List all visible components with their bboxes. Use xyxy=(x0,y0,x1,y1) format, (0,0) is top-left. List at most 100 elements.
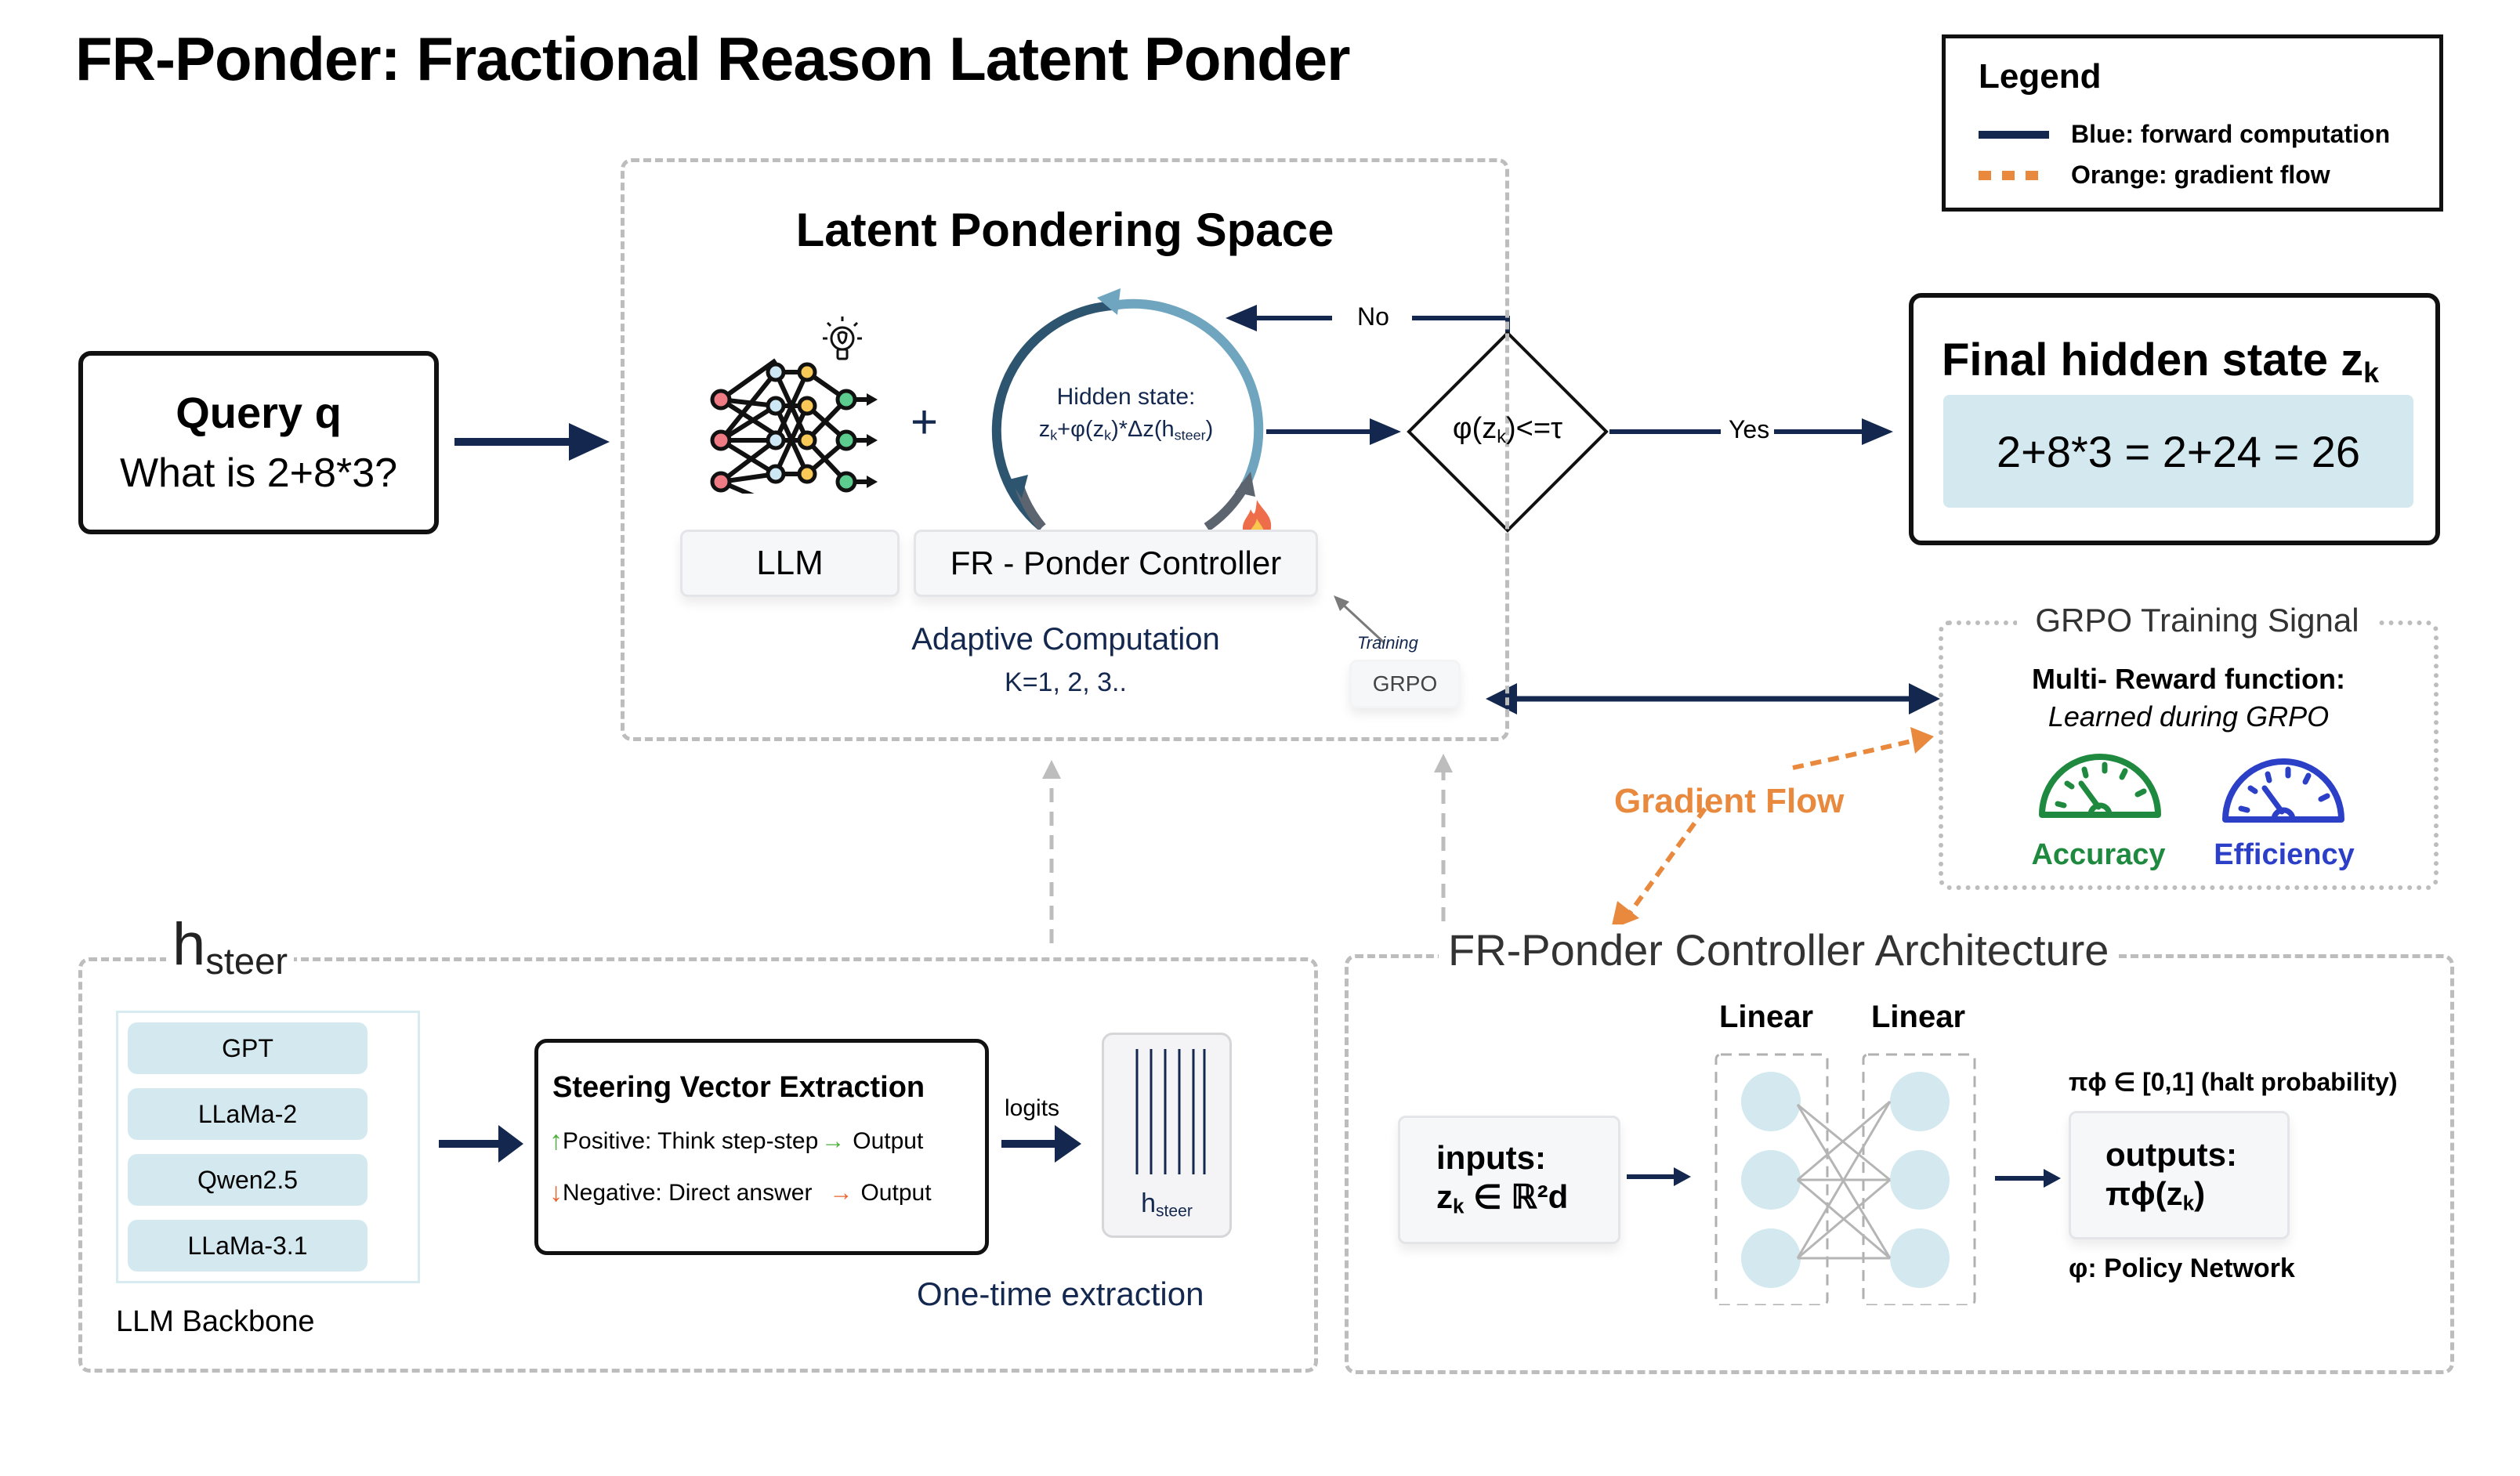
arrow-hidden-to-decision xyxy=(1266,418,1401,445)
neuron xyxy=(1890,1150,1950,1210)
neuron xyxy=(1741,1150,1801,1210)
extraction-title: Steering Vector Extraction xyxy=(552,1071,925,1104)
negative-output: Output xyxy=(860,1179,932,1206)
halt-probability-label: πϕ ∈ [0,1] (halt probability) xyxy=(2069,1068,2398,1096)
steer-title-h: h xyxy=(172,911,206,978)
arrow-extraction-to-vector xyxy=(1001,1125,1081,1163)
llm-backbone-list: GPT LLaMa-2 Qwen2.5 LLaMa-3.1 xyxy=(116,1011,420,1283)
formula-part: ) xyxy=(1205,417,1214,442)
grpo-badge: GRPO xyxy=(1349,660,1461,708)
vector-sub: steer xyxy=(1156,1202,1193,1221)
inputs-content: inputs: zk ∈ ℝ²d xyxy=(1436,1138,1568,1219)
formula-sub: k xyxy=(1050,427,1058,443)
outputs-label: outputs: xyxy=(2105,1136,2237,1173)
negative-label: Negative: Direct answer xyxy=(563,1179,813,1206)
formula-part: z xyxy=(1038,417,1051,442)
legend-label: Blue: forward computation xyxy=(2071,120,2391,148)
right-arrow-icon: → xyxy=(829,1179,853,1206)
formula-sub: k xyxy=(1104,427,1112,443)
outputs-formula: πϕ(zk) xyxy=(2105,1174,2237,1216)
final-title-sub: k xyxy=(2363,356,2380,389)
query-box: Query q What is 2+8*3? xyxy=(78,351,439,534)
reward-subtitle: Learned during GRPO xyxy=(2048,700,2330,733)
logits-label: logits xyxy=(1005,1095,1060,1121)
model-llama-2: LLaMa-2 xyxy=(128,1088,368,1140)
efficiency-label: Efficiency xyxy=(2214,838,2355,871)
llm-backbone-label: LLM Backbone xyxy=(116,1305,315,1338)
outputs-end: ) xyxy=(2194,1175,2206,1213)
inputs-formula: zk ∈ ℝ²d xyxy=(1436,1178,1568,1219)
vector-lines-icon xyxy=(1135,1049,1206,1174)
reward-title: Multi- Reward function: xyxy=(2032,663,2345,695)
gradient-flow-label: Gradient Flow xyxy=(1614,782,1845,820)
arrow-inputs-to-layers xyxy=(1627,1167,1691,1186)
steer-section-title: hsteer xyxy=(166,910,295,982)
condition-sub: k xyxy=(1497,425,1506,447)
dashed-line-swatch-icon xyxy=(1979,170,2049,180)
grpo-signal-title: GRPO Training Signal xyxy=(2017,602,2377,639)
arrow-training xyxy=(1334,595,1385,644)
arrow-steer-to-latent xyxy=(1042,760,1061,943)
efficiency-gauge-icon xyxy=(2222,758,2344,823)
plus-sign: + xyxy=(911,396,939,448)
latent-space-title: Latent Pondering Space xyxy=(795,204,1334,256)
neural-network-icon xyxy=(710,358,878,494)
layer-label-1: Linear xyxy=(1719,1000,1814,1034)
inputs-space: ∈ ℝ²d xyxy=(1464,1178,1569,1216)
neuron xyxy=(1741,1228,1801,1288)
hidden-state-formula: zk+φ(zk)*Δz(hsteer) xyxy=(989,417,1263,443)
yes-label: Yes xyxy=(1724,415,1775,444)
condition-part: )<=τ xyxy=(1506,412,1563,445)
hidden-state-label: Hidden state: xyxy=(1056,384,1196,410)
final-title-text: Final hidden state z xyxy=(1942,335,2364,385)
no-label: No xyxy=(1352,302,1394,331)
neuron xyxy=(1741,1072,1801,1131)
steering-vector-extraction-box: Steering Vector Extraction ↑ Positive: T… xyxy=(534,1039,989,1255)
accuracy-gauge-icon xyxy=(2039,754,2161,818)
model-qwen2-5: Qwen2.5 xyxy=(128,1154,368,1206)
controller-label: FR - Ponder Controller xyxy=(950,544,1282,581)
arrow-query-to-latent xyxy=(454,423,610,461)
accuracy-label: Accuracy xyxy=(2031,838,2166,871)
steering-section xyxy=(78,957,1318,1373)
ponder-loop-icon xyxy=(991,288,1264,531)
neuron xyxy=(1890,1072,1950,1131)
outputs-content: outputs: πϕ(zk) xyxy=(2105,1135,2237,1216)
final-hidden-state-box: Final hidden state zk 2+8*3 = 2+24 = 26 xyxy=(1909,293,2440,545)
negative-row: ↓ Negative: Direct answer → Output xyxy=(549,1178,932,1208)
vector-h: h xyxy=(1141,1188,1157,1218)
inputs-label: inputs: xyxy=(1436,1139,1546,1176)
down-arrow-icon: ↓ xyxy=(549,1178,563,1207)
neuron xyxy=(1890,1228,1950,1288)
outputs-card: outputs: πϕ(zk) xyxy=(2069,1111,2290,1239)
positive-row: ↑ Positive: Think step-step → Output xyxy=(549,1126,923,1156)
latent-pondering-space: Latent Pondering Space xyxy=(621,158,1509,741)
legend-item-gradient: Orange: gradient flow xyxy=(1979,161,2330,190)
layer-label-2: Linear xyxy=(1871,1000,1966,1034)
inputs-z: z xyxy=(1436,1178,1453,1216)
arrow-yes xyxy=(1609,418,1893,445)
controller-card: FR - Ponder Controller xyxy=(914,530,1318,597)
solid-line-swatch-icon xyxy=(1979,130,2049,139)
legend-label: Orange: gradient flow xyxy=(2071,161,2330,189)
inputs-card: inputs: zk ∈ ℝ²d xyxy=(1398,1116,1620,1244)
formula-part: +φ(z xyxy=(1057,417,1105,442)
up-arrow-icon: ↑ xyxy=(549,1126,563,1156)
formula-part: )*Δz(h xyxy=(1111,417,1175,442)
adaptive-computation-title: Adaptive Computation xyxy=(911,622,1220,657)
layer-1-box xyxy=(1714,1053,1829,1305)
query-text: What is 2+8*3? xyxy=(119,450,398,496)
legend-item-forward: Blue: forward computation xyxy=(1979,120,2390,149)
steering-vector-card: hsteer xyxy=(1102,1033,1232,1238)
formula-sub: steer xyxy=(1174,427,1206,443)
model-gpt: GPT xyxy=(128,1022,368,1074)
training-label: Training xyxy=(1357,633,1418,653)
query-title: Query q xyxy=(176,388,342,437)
adaptive-k-values: K=1, 2, 3.. xyxy=(1005,667,1127,697)
arrow-backbone-to-extraction xyxy=(439,1125,523,1163)
outputs-sub: k xyxy=(2182,1191,2195,1215)
legend: Legend Blue: forward computation Orange:… xyxy=(1942,34,2443,212)
one-time-extraction-label: One-time extraction xyxy=(917,1275,1204,1312)
arrow-controller-to-latent xyxy=(1434,754,1453,921)
arrow-grpo-bidirectional xyxy=(1486,683,1940,714)
